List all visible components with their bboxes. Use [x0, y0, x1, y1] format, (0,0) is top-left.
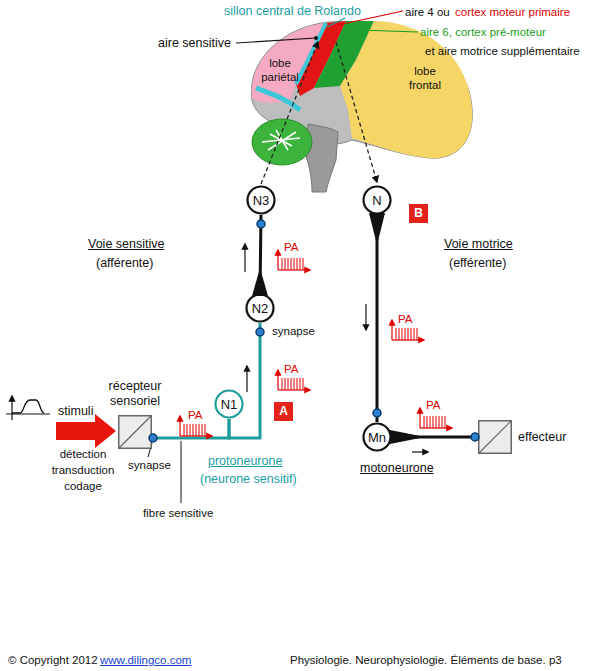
- pathway-tag: B: [409, 204, 428, 223]
- node-text: récepteur sensoriel: [102, 379, 168, 409]
- text-label: PA: [426, 398, 441, 412]
- leader-dot: [314, 36, 318, 40]
- tag-square: [409, 204, 428, 223]
- text-label: synapse: [128, 458, 171, 472]
- text-label: © Copyright 2012: [8, 653, 98, 667]
- neuron-circle: [364, 187, 391, 214]
- stimulus-arrow: [56, 414, 116, 448]
- device-diagonal: [479, 421, 512, 454]
- node-text: effecteur: [518, 430, 566, 445]
- text-label: lobe frontal: [398, 64, 452, 92]
- text-label: détection transduction codage: [44, 446, 122, 494]
- node-text: Mn: [368, 430, 386, 445]
- node-text: B: [414, 206, 423, 221]
- direction-arrow: [412, 451, 428, 452]
- text-label: motoneurone: [360, 461, 434, 476]
- text-label: et aire motrice supplémentaire: [425, 44, 580, 58]
- neuron-body: N1: [214, 389, 244, 419]
- text-label: protoneurone: [208, 454, 282, 469]
- device-square: [479, 421, 512, 454]
- text-label: Physiologie. Neurophysiologie. Éléments …: [290, 653, 562, 667]
- projection-line: [336, 42, 377, 182]
- tag-square: [274, 402, 293, 421]
- synapse-dot: [149, 434, 157, 442]
- text-label: aire 6, cortex pré-moteur: [420, 25, 546, 39]
- stimulus-waveform: [12, 400, 44, 413]
- direction-arrow: [244, 244, 245, 272]
- text-label: PA: [398, 312, 413, 326]
- axon-hillock: [390, 430, 425, 444]
- synapse-dot: [256, 328, 264, 336]
- neuron-circle: [364, 424, 391, 451]
- direction-arrow: [246, 366, 247, 392]
- neuron-circle: [247, 295, 274, 322]
- neuron-body: Mn: [362, 422, 392, 452]
- leader-line: [236, 38, 316, 43]
- device-square: [119, 416, 152, 449]
- nerve-fiber: [376, 215, 379, 422]
- node-text: N: [372, 193, 381, 208]
- device-diagonal: [119, 416, 152, 449]
- text-label: (afférente): [96, 256, 153, 271]
- leader-line: [327, 18, 345, 27]
- cerebellum: [252, 119, 312, 165]
- text-label: PA: [284, 362, 299, 376]
- text-label: Voie sensitive: [88, 237, 164, 252]
- text-label: aire sensitive: [158, 36, 231, 51]
- node-text: N3: [253, 193, 270, 208]
- text-label: fibre sensitive: [143, 506, 213, 520]
- axon-hillock: [252, 268, 268, 296]
- effector-outline: [478, 420, 512, 454]
- frontal-lobe: [340, 21, 472, 158]
- neuron-body: N3: [246, 185, 276, 215]
- synapse-dot: [373, 409, 381, 417]
- nerve-fiber: [229, 323, 260, 438]
- node-text: A: [279, 404, 288, 419]
- waveform-axis: [11, 396, 12, 420]
- synapse-dot: [471, 433, 479, 441]
- sensory-receptor-outline: [118, 415, 152, 449]
- text-label: stimuli: [58, 404, 93, 419]
- text-label: aire 4 ou: [405, 5, 450, 19]
- neuron-circle: [248, 187, 275, 214]
- cerebellum-detail: [262, 130, 300, 150]
- text-label: (neurone sensitif): [200, 472, 297, 487]
- leader-line: [358, 30, 418, 32]
- text-label: cortex moteur primaire: [455, 5, 570, 19]
- neuron-circle: [216, 391, 243, 418]
- text-label: PA: [284, 240, 299, 254]
- axon-hillock: [369, 213, 385, 245]
- neuron-body: N: [362, 185, 392, 215]
- text-label: synapse: [272, 324, 315, 338]
- text-label: PA: [188, 408, 203, 422]
- leader-line: [181, 441, 182, 503]
- node-text: N1: [221, 397, 238, 412]
- text-label: lobe pariétal: [252, 56, 308, 84]
- synapse-dot: [257, 220, 265, 228]
- text-label: sillon central de Rolando: [224, 4, 361, 19]
- lateral-sulcus: [256, 88, 300, 110]
- direction-arrow: [365, 304, 366, 330]
- text-label: (efférente): [449, 256, 506, 271]
- neuron-body: N2: [245, 293, 275, 323]
- central-sulcus: [296, 23, 326, 84]
- text-label: www.dilingco.com: [100, 653, 191, 667]
- text-label: Voie motrice: [444, 237, 513, 252]
- node-text: N2: [252, 301, 269, 316]
- pathway-tag: A: [274, 402, 293, 421]
- effector: effecteur: [478, 420, 512, 454]
- sensory-receptor: récepteur sensoriel: [118, 415, 152, 449]
